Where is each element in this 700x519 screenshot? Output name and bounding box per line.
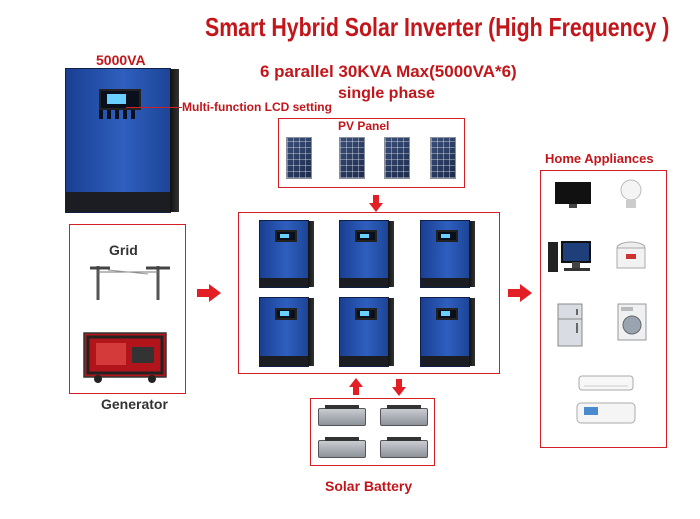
desktop-computer-icon — [548, 241, 591, 272]
inverter-array-box — [238, 212, 500, 374]
inverter-to-appliances-arrow — [508, 284, 532, 302]
power-pole-icon — [90, 266, 170, 300]
light-bulb-icon — [620, 179, 642, 208]
inverter-icon — [420, 297, 475, 367]
washing-machine-icon — [617, 303, 647, 341]
inverter-icon — [65, 68, 179, 213]
lcd-screen — [99, 89, 141, 111]
generator-icon — [83, 332, 167, 383]
home-appliances-label: Home Appliances — [545, 151, 654, 166]
battery-box — [310, 398, 435, 466]
inverter-icon — [420, 220, 475, 288]
product-va-label: 5000VA — [96, 52, 146, 68]
solar-panel-icon — [339, 137, 365, 179]
inverter-icon — [339, 297, 394, 367]
battery-icon — [380, 437, 428, 458]
solar-panel-icon — [430, 137, 456, 179]
solar-panel-icon — [384, 137, 410, 179]
lcd-callout-label: Multi-function LCD setting — [182, 100, 332, 114]
battery-icon — [318, 437, 366, 458]
grid-generator-box — [69, 224, 186, 394]
battery-icon — [380, 405, 428, 426]
pv-panel-label: PV Panel — [338, 119, 390, 133]
page-title: Smart Hybrid Solar Inverter (High Freque… — [205, 12, 670, 42]
solar-panel-icon — [286, 137, 312, 179]
solar-battery-label: Solar Battery — [325, 478, 413, 494]
home-appliances-box — [540, 170, 667, 448]
battery-discharge-arrow — [392, 379, 406, 396]
inverter-icon — [339, 220, 394, 288]
inverter-icon — [259, 220, 314, 288]
generator-label: Generator — [101, 396, 168, 412]
callout-line — [126, 107, 182, 108]
pv-to-inverter-arrow — [369, 195, 383, 212]
air-conditioner-icon — [576, 402, 636, 424]
pv-panel-box — [278, 118, 465, 188]
parallel-capacity-text: 6 parallel 30KVA Max(5000VA*6) — [260, 62, 517, 81]
battery-charge-arrow — [349, 378, 363, 395]
inverter-icon — [259, 297, 314, 367]
battery-icon — [318, 405, 366, 426]
air-conditioner-icon — [578, 375, 634, 391]
grid-label: Grid — [109, 242, 138, 258]
grid-to-inverter-arrow — [197, 284, 221, 302]
tv-icon — [555, 182, 591, 208]
phase-text: single phase — [338, 85, 435, 102]
control-buttons — [99, 110, 137, 120]
rice-cooker-icon — [616, 241, 646, 269]
refrigerator-icon — [557, 303, 583, 347]
